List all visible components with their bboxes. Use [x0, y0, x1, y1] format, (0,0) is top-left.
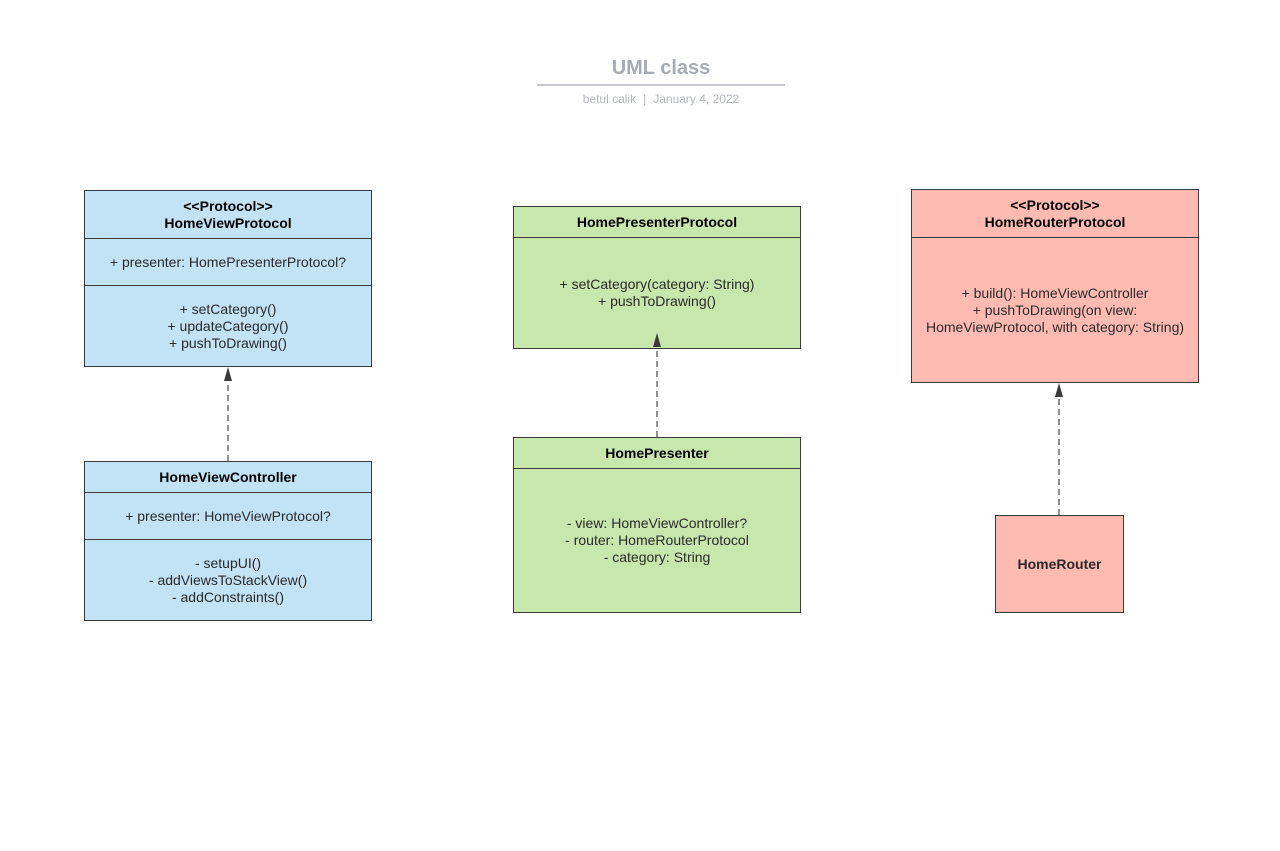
attributes-compartment: - view: HomeViewController? - router: Ho…	[514, 468, 800, 612]
method-item: + pushToDrawing()	[598, 293, 716, 309]
method-item: + setCategory()	[179, 300, 277, 317]
method-item: - setupUI()	[194, 554, 262, 571]
class-home-view-controller[interactable]: HomeViewController + presenter: HomeView…	[84, 461, 372, 621]
class-name-compartment: <<Protocol>> HomeViewProtocol	[85, 191, 371, 238]
methods-compartment: - setupUI() - addViewsToStackView() - ad…	[85, 539, 371, 620]
method-item: + pushToDrawing(on view:	[972, 301, 1138, 318]
class-home-router[interactable]: HomeRouter	[995, 515, 1124, 613]
method-item: - addViewsToStackView()	[148, 571, 308, 588]
class-name-compartment: HomeViewController	[85, 462, 371, 492]
diagram-title: UML class	[611, 57, 711, 79]
attribute-item: - view: HomeViewController?	[566, 515, 748, 531]
method-item: + pushToDrawing()	[169, 334, 287, 351]
byline: betul calik | January 4, 2022	[537, 92, 785, 106]
methods-compartment: + setCategory(category: String) + pushTo…	[514, 237, 800, 348]
method-item: HomeViewProtocol, with category: String)	[925, 318, 1185, 335]
byline-separator: |	[643, 92, 647, 106]
methods-compartment: + build(): HomeViewController + pushToDr…	[912, 237, 1198, 382]
arrowhead-icon	[1055, 383, 1063, 397]
realization-arrow-view	[224, 367, 232, 461]
arrowhead-icon	[224, 367, 232, 381]
class-stereotype: <<Protocol>>	[183, 197, 273, 214]
class-name-compartment: HomePresenter	[514, 438, 800, 468]
class-name: HomeViewProtocol	[164, 214, 292, 231]
class-name: HomeViewController	[159, 468, 297, 485]
attribute-item: + presenter: HomeViewProtocol?	[125, 507, 331, 524]
diagram-header: UML class betul calik | January 4, 2022	[537, 56, 785, 106]
class-name-compartment: <<Protocol>> HomeRouterProtocol	[912, 190, 1198, 237]
class-name-compartment: HomeRouter	[996, 516, 1123, 612]
class-home-router-protocol[interactable]: <<Protocol>> HomeRouterProtocol + build(…	[911, 189, 1199, 383]
class-name: HomePresenter	[605, 444, 709, 461]
method-item: + updateCategory()	[167, 317, 289, 334]
title-underline	[537, 84, 785, 86]
class-name: HomePresenterProtocol	[576, 213, 738, 230]
class-home-view-protocol[interactable]: <<Protocol>> HomeViewProtocol + presente…	[84, 190, 372, 367]
attribute-item: - category: String	[603, 549, 711, 565]
attributes-compartment: + presenter: HomePresenterProtocol?	[85, 238, 371, 285]
class-home-presenter-protocol[interactable]: HomePresenterProtocol + setCategory(cate…	[513, 206, 801, 349]
class-name-compartment: HomePresenterProtocol	[514, 207, 800, 237]
methods-compartment: + setCategory() + updateCategory() + pus…	[85, 285, 371, 366]
attribute-item: + presenter: HomePresenterProtocol?	[109, 253, 347, 270]
attribute-item: - router: HomeRouterProtocol	[565, 532, 749, 548]
realization-arrow-router	[1055, 383, 1063, 515]
author-name: betul calik	[582, 92, 637, 106]
document-date: January 4, 2022	[653, 92, 740, 106]
method-item: + build(): HomeViewController	[961, 284, 1149, 301]
method-item: + setCategory(category: String)	[559, 276, 755, 292]
class-name: HomeRouterProtocol	[984, 213, 1126, 230]
attributes-compartment: + presenter: HomeViewProtocol?	[85, 492, 371, 539]
class-home-presenter[interactable]: HomePresenter - view: HomeViewController…	[513, 437, 801, 613]
method-item: - addConstraints()	[171, 588, 285, 605]
class-stereotype: <<Protocol>>	[1010, 196, 1100, 213]
class-name: HomeRouter	[1017, 555, 1102, 572]
